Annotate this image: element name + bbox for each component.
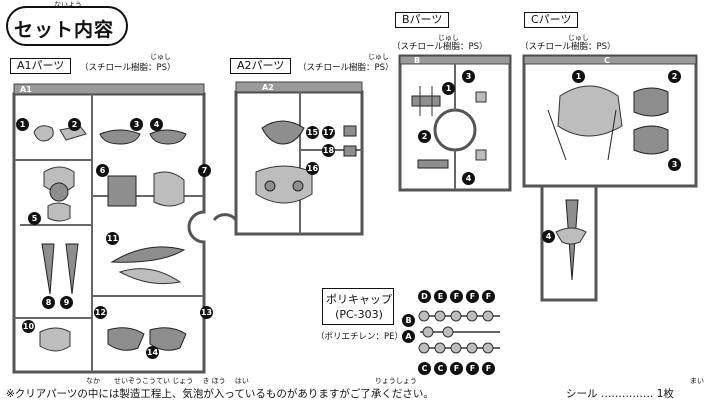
part-number: 17 xyxy=(322,126,335,139)
part-number: 18 xyxy=(322,144,335,157)
header-frame xyxy=(6,6,128,46)
material-ruby-a1: じゅし xyxy=(150,53,171,61)
part-number: 3 xyxy=(668,158,681,171)
seal-count-line: シール …………… 1枚 xyxy=(566,386,674,401)
runner-c-label-bar xyxy=(523,55,697,65)
runner-a2-label-bar xyxy=(235,81,363,93)
seal-count-ruby: まい xyxy=(690,377,704,385)
polycap-letter: F xyxy=(466,290,479,303)
material-b: （スチロール樹脂：PS） xyxy=(392,42,488,52)
runner-tag-a1: A1パーツ xyxy=(10,58,72,74)
polycap-code: (PC-303) xyxy=(335,308,383,321)
footnote-ruby: なか せいぞうこうてい じょう き ほう はい りょうしょう xyxy=(86,377,417,385)
part-number: 15 xyxy=(306,126,319,139)
runner-polycap xyxy=(418,310,500,354)
runner-a1-label-bar xyxy=(13,83,205,95)
runner-b: B xyxy=(398,54,512,192)
polycap-letter: F xyxy=(482,290,495,303)
page-title: セット内容 xyxy=(14,19,115,41)
part-number: 3 xyxy=(462,70,475,83)
polycap-letter: F xyxy=(450,362,463,375)
part-number: 6 xyxy=(96,164,109,177)
footnote: ※クリアパーツの中には製造工程上、気泡が入っているものがありますがご了承ください… xyxy=(6,388,434,400)
header-ruby: ないよう xyxy=(54,1,82,9)
part-number: 13 xyxy=(200,306,213,319)
material-ruby-c: じゅし xyxy=(568,34,589,42)
part-number: 16 xyxy=(306,162,319,175)
part-number: 14 xyxy=(146,346,159,359)
polycap-letter: D xyxy=(418,290,431,303)
part-number: 1 xyxy=(16,118,29,131)
polycap-title: ポリキャップ xyxy=(326,293,392,306)
seal-dots: …………… xyxy=(600,388,654,400)
material-c: （スチロール樹脂：PS） xyxy=(520,42,616,52)
part-number: 7 xyxy=(198,164,211,177)
polycap-letter: C xyxy=(418,362,431,375)
runner-a1: A1 xyxy=(12,83,206,374)
part-number: 3 xyxy=(130,118,143,131)
material-ruby-a2: じゅし xyxy=(368,53,389,61)
part-number: 9 xyxy=(60,296,73,309)
part-number: 12 xyxy=(94,306,107,319)
part-number: 4 xyxy=(462,172,475,185)
runner-a1-label: A1 xyxy=(20,85,32,94)
part-number: 2 xyxy=(418,130,431,143)
runner-b-label: B xyxy=(414,56,420,65)
part-number: 11 xyxy=(106,232,119,245)
polycap-material: （ポリエチレン：PE） xyxy=(316,332,403,342)
part-number: 1 xyxy=(442,82,455,95)
part-number: 10 xyxy=(22,320,35,333)
runner-a1-frame xyxy=(12,92,206,374)
runner-tag-c: Cパーツ xyxy=(524,12,579,28)
part-number: 8 xyxy=(42,296,55,309)
runner-a2-label: A2 xyxy=(262,83,274,92)
runner-c-label: C xyxy=(604,56,610,65)
polycap-letter: A xyxy=(402,330,415,343)
material-a1: （スチロール樹脂：PS） xyxy=(80,63,176,73)
polycap-label-box: ポリキャップ (PC-303) xyxy=(322,288,394,325)
part-number: 4 xyxy=(542,230,555,243)
runner-tag-b: Bパーツ xyxy=(395,12,450,28)
polycap-letter: C xyxy=(434,362,447,375)
part-number: 2 xyxy=(668,70,681,83)
runner-c: C xyxy=(522,54,698,302)
part-number: 1 xyxy=(572,70,585,83)
part-number: 5 xyxy=(28,212,41,225)
material-ruby-b: じゅし xyxy=(438,34,459,42)
runner-a2: A2 xyxy=(212,81,364,236)
polycap-letter: E xyxy=(434,290,447,303)
polycap-letter: F xyxy=(466,362,479,375)
part-number: 4 xyxy=(150,118,163,131)
seal-count: 1枚 xyxy=(656,388,674,400)
polycap-letter: F xyxy=(482,362,495,375)
polycap-letter: B xyxy=(402,314,415,327)
seal-label: シール xyxy=(566,388,598,400)
polycap-letter: F xyxy=(450,290,463,303)
part-number: 2 xyxy=(68,118,81,131)
material-a2: （スチロール樹脂：PS） xyxy=(298,63,394,73)
runner-tag-a2: A2パーツ xyxy=(230,58,292,74)
